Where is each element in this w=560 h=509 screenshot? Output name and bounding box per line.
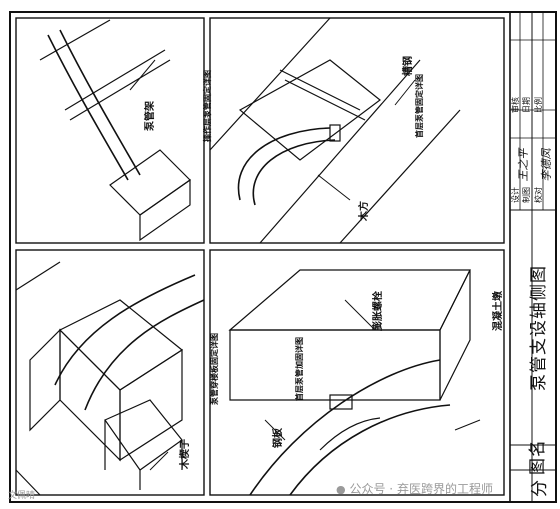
- watermark-right-text: 弃医跨界的工程师: [396, 482, 493, 496]
- wechat-icon: ●: [336, 483, 346, 496]
- panel-top-left: [15, 17, 205, 244]
- signature-1: 王之平: [517, 148, 530, 182]
- panel-top-right: [209, 17, 505, 244]
- panel-bottom-right: [209, 249, 505, 496]
- review-label: 审核: [511, 97, 520, 113]
- label-channel-steel: 槽钢: [403, 56, 414, 76]
- label-concrete-pier: 混凝土墩: [493, 291, 504, 331]
- watermark-left-text: 文佩晴: [8, 491, 36, 501]
- detail-pump-pipe-frame-caption: 首层泵管固定详图: [415, 74, 424, 138]
- label-wood-wedge: 木楔子: [180, 439, 191, 469]
- scale-label: 比例: [534, 97, 543, 113]
- detail-floor-slab-drawing: [15, 261, 205, 496]
- label-pump-pipe-frame: 泵管架: [145, 101, 156, 131]
- watermark-right: ● 公众号 · 弃医跨界的工程师: [336, 480, 493, 497]
- panel-bottom-left: [15, 249, 205, 496]
- detail-operation-floor-drawing: [209, 17, 461, 244]
- label-steel-plate: 钢板: [273, 428, 284, 448]
- watermark-divider: ·: [389, 482, 394, 496]
- drawing-title: 泵管支设轴侧图: [529, 265, 549, 391]
- label-timber: 木方: [359, 201, 370, 221]
- date-label: 日期: [522, 97, 531, 113]
- detail-first-floor-reinforce-drawing: [228, 269, 481, 496]
- detail-floor-slab-caption: 泵管穿楼板固定详图: [210, 333, 219, 405]
- label-expansion-bolt: 膨胀螺栓: [373, 291, 384, 331]
- detail-first-floor-reinforce-caption: 首层泵管加固详图: [295, 337, 304, 401]
- section-label: 分: [530, 479, 550, 497]
- detail-pump-pipe-frame-drawing: [39, 19, 191, 242]
- outer-frame: [9, 11, 557, 503]
- detail-operation-floor-caption: 操作层泵管固定详图: [203, 70, 212, 142]
- watermark-left: 文佩晴: [8, 488, 35, 501]
- signature-2: 李德凤: [540, 148, 553, 182]
- watermark-prefix: 公众号: [349, 482, 386, 496]
